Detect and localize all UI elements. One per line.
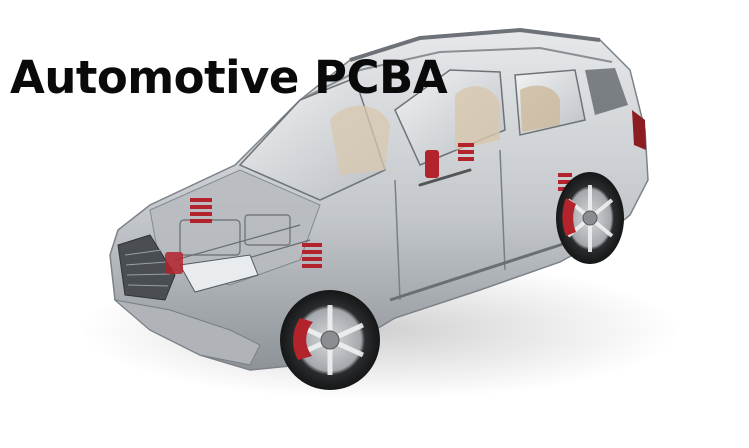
door-seam <box>394 179 401 301</box>
taillight <box>632 110 646 150</box>
rear-quarter-window <box>585 68 628 115</box>
front-brake-caliper <box>292 318 313 360</box>
rear-brake-caliper <box>562 198 576 236</box>
page-title: Automotive PCBA <box>10 51 448 104</box>
rear-wheel <box>556 172 624 264</box>
front-grille <box>117 234 176 301</box>
front-seat <box>330 105 390 175</box>
front-right-spring <box>302 243 322 268</box>
rear-seat <box>455 86 500 150</box>
rear-left-spring <box>458 143 474 161</box>
front-bumper <box>113 299 261 366</box>
headlight <box>179 254 259 293</box>
rear-brake-inner <box>425 150 439 178</box>
front-left-spring <box>190 198 212 223</box>
door-handle <box>418 168 472 187</box>
roof-rail <box>349 27 601 62</box>
grille-slats <box>124 249 171 287</box>
front-wheel <box>280 290 380 390</box>
